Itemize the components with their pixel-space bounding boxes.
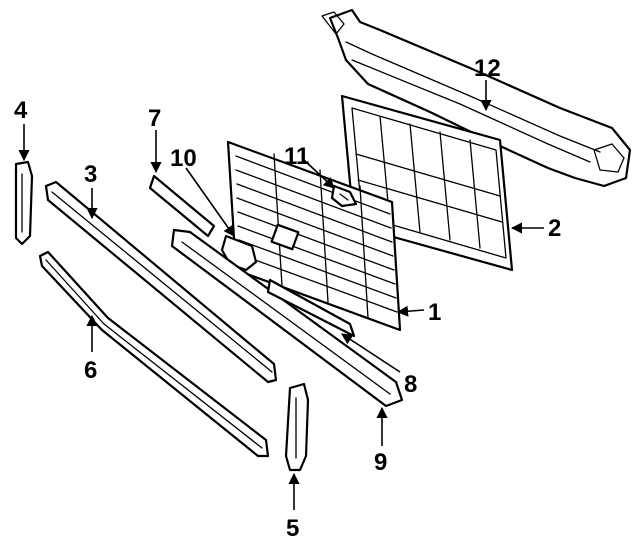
part-6-lower-molding xyxy=(38,250,270,458)
part-11-clip xyxy=(330,184,358,208)
callout-11: 11 xyxy=(284,143,309,170)
callout-9: 9 xyxy=(374,449,387,476)
callout-12: 12 xyxy=(474,55,501,82)
callout-1: 1 xyxy=(428,299,441,326)
part-4-end-cap xyxy=(14,160,34,246)
part-5-end-cap xyxy=(284,382,310,472)
part-3-side-molding xyxy=(44,180,278,384)
callout-7: 7 xyxy=(148,105,161,132)
callout-5: 5 xyxy=(286,515,299,542)
leader-lines xyxy=(18,80,544,510)
callout-labels: 4 3 6 7 10 11 12 2 1 8 9 5 xyxy=(14,55,561,542)
part-12-upper-panel xyxy=(321,8,632,188)
part-8-9-lower-molding xyxy=(170,228,404,408)
callout-3: 3 xyxy=(84,161,97,188)
callout-2: 2 xyxy=(548,215,561,242)
callout-6: 6 xyxy=(84,357,97,384)
callout-10: 10 xyxy=(170,145,197,172)
part-7-molding xyxy=(148,174,216,238)
callout-8: 8 xyxy=(404,371,417,398)
callout-4: 4 xyxy=(14,97,28,124)
